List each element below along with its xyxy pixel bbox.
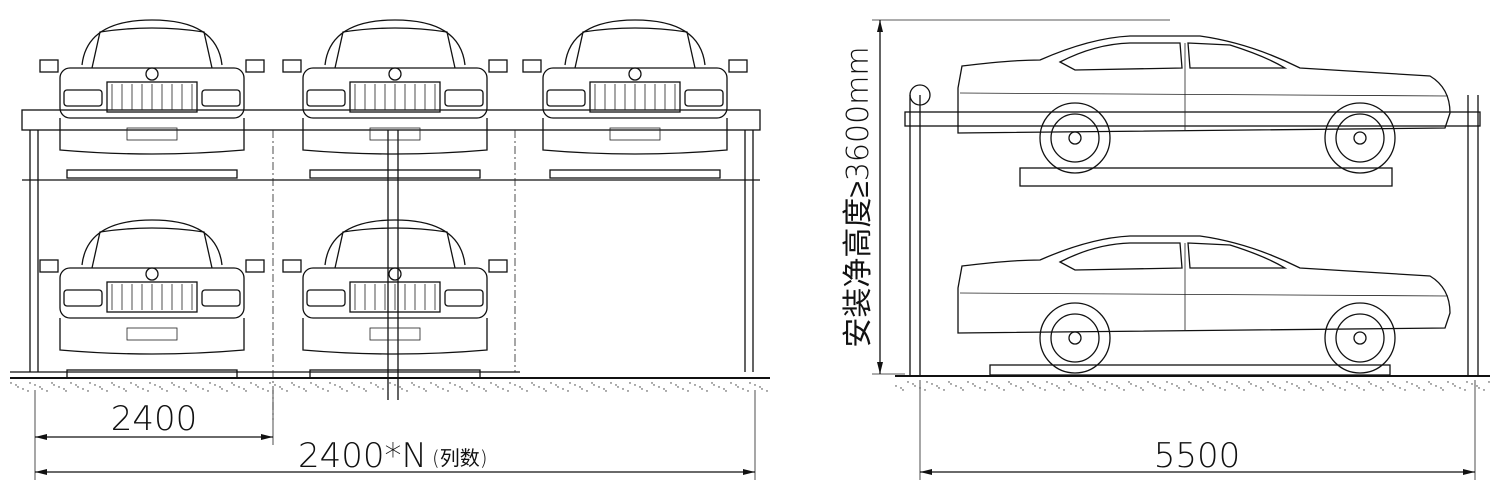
dimension-2400: 2400 bbox=[34, 390, 274, 480]
front-view bbox=[10, 19, 770, 420]
total-width-label: 2400*N bbox=[298, 436, 427, 476]
car-front bbox=[282, 219, 508, 379]
ground-hatch bbox=[895, 381, 1490, 391]
car-side bbox=[957, 235, 1451, 374]
total-width-note: (列数) bbox=[432, 446, 488, 470]
length-label: 5500 bbox=[1154, 436, 1241, 476]
car-front bbox=[39, 219, 265, 379]
height-label: 安装净高度≥3600mm bbox=[841, 46, 876, 347]
dimension-height: 安装净高度≥3600mm bbox=[841, 19, 1170, 375]
side-cars bbox=[957, 35, 1451, 374]
side-view bbox=[895, 35, 1490, 391]
dimension-2400N: 2400*N (列数) bbox=[35, 390, 756, 480]
car-front bbox=[522, 19, 748, 179]
car-side bbox=[957, 35, 1451, 174]
ground-hatch bbox=[10, 382, 768, 392]
car-front bbox=[39, 19, 265, 179]
car-front bbox=[282, 19, 508, 179]
column-width-label: 2400 bbox=[111, 399, 198, 439]
front-frame bbox=[10, 109, 770, 420]
front-cars bbox=[39, 19, 748, 379]
dimension-5500: 5500 bbox=[919, 380, 1476, 480]
